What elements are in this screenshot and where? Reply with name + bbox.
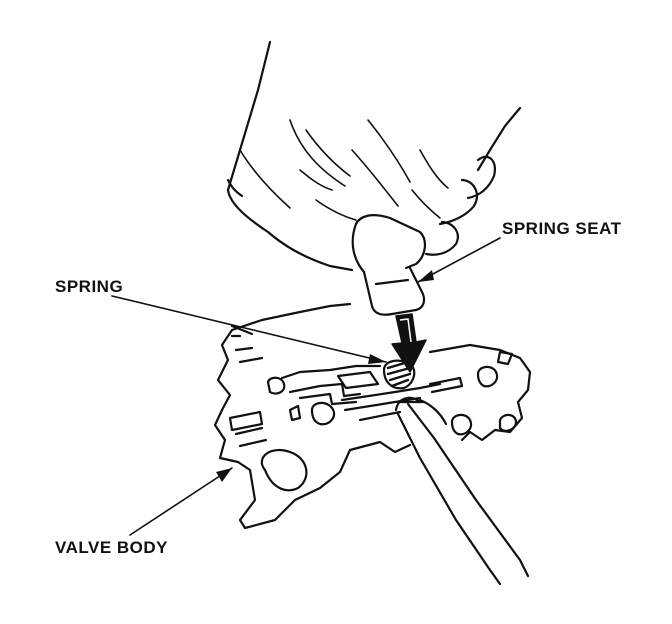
valve-body-label: VALVE BODY	[55, 538, 168, 557]
leader-valve-body-arrowhead	[216, 468, 232, 482]
screwdriver-icon	[394, 396, 530, 586]
valve-body-icon	[213, 302, 532, 530]
leader-spring-arrowhead	[368, 354, 386, 364]
leader-valve-body	[129, 467, 233, 536]
leader-spring-seat-arrowhead	[418, 270, 434, 282]
arrow-down-icon	[391, 313, 427, 373]
spring-label: SPRING	[55, 277, 124, 296]
leader-spring	[111, 295, 387, 363]
hand-icon	[226, 40, 522, 274]
spring-seat-icon	[362, 266, 426, 316]
leader-lines	[111, 237, 501, 536]
spring-seat-label: SPRING SEAT	[502, 219, 622, 238]
